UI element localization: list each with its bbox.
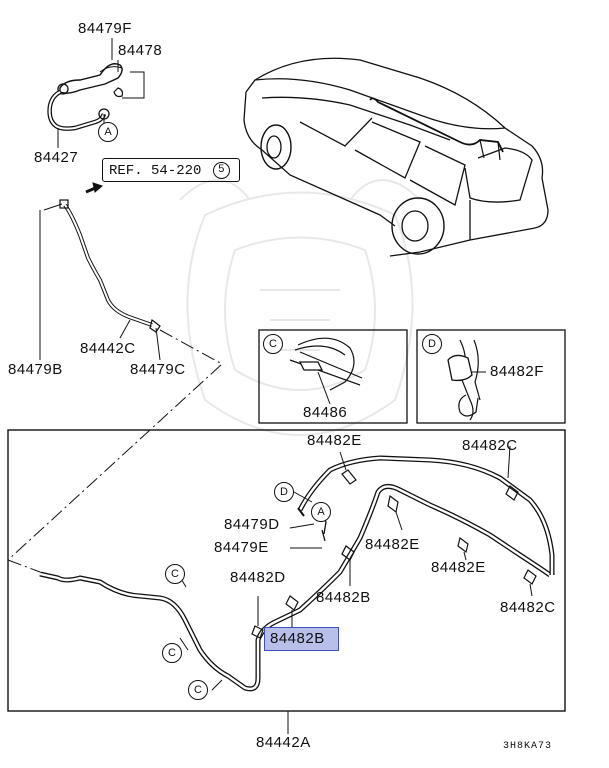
callout-c-2: C (162, 643, 182, 663)
main-hose-frame (7, 429, 566, 712)
detail-box-d (416, 329, 566, 424)
reference-box[interactable]: REF. 54-220 5 (102, 158, 240, 182)
part-label-84482E-mid[interactable]: 84482E (365, 536, 420, 553)
part-label-84482B-highlighted[interactable]: 84482B (270, 630, 325, 647)
callout-c-1: C (165, 564, 185, 584)
part-label-84482E-right[interactable]: 84482E (431, 559, 486, 576)
part-label-84482B-right[interactable]: 84482B (316, 589, 371, 606)
part-label-84482D[interactable]: 84482D (230, 569, 286, 586)
part-label-84482C-right[interactable]: 84482C (500, 599, 556, 616)
part-label-84482F[interactable]: 84482F (490, 363, 544, 380)
callout-a-lower: A (311, 502, 331, 522)
hose-84442C (39, 199, 161, 361)
car-illustration (243, 57, 549, 257)
part-label-84486[interactable]: 84486 (303, 404, 348, 421)
part-label-84427[interactable]: 84427 (34, 149, 79, 166)
part-label-84479C[interactable]: 84479C (130, 361, 186, 378)
reference-text: REF. 54-220 (109, 163, 202, 179)
callout-c-3: C (188, 680, 208, 700)
part-label-84478[interactable]: 84478 (118, 42, 163, 59)
reference-circled-number: 5 (212, 161, 230, 179)
leader-dashed-lines (7, 329, 223, 573)
part-label-84442A[interactable]: 84442A (256, 734, 311, 751)
callout-d-detail: D (422, 334, 442, 354)
part-label-84479F[interactable]: 84479F (78, 20, 132, 37)
part-label-84479B[interactable]: 84479B (8, 361, 63, 378)
diagram-code: 3H8KA73 (503, 741, 553, 752)
callout-a-upper: A (98, 122, 118, 142)
highlight-box (264, 627, 339, 651)
watermark-emblem (179, 179, 421, 436)
part-label-84479E[interactable]: 84479E (214, 539, 269, 556)
callout-c-detail: C (263, 334, 283, 354)
part-label-84479D[interactable]: 84479D (224, 516, 280, 533)
callout-d-main: D (274, 482, 294, 502)
part-label-84482E-top[interactable]: 84482E (307, 432, 362, 449)
detail-box-c (258, 329, 408, 424)
part-label-84482C-top[interactable]: 84482C (462, 437, 518, 454)
part-label-84442C[interactable]: 84442C (80, 340, 136, 357)
hose-84442A (40, 445, 555, 734)
nozzle-hose-assembly (47, 38, 145, 194)
